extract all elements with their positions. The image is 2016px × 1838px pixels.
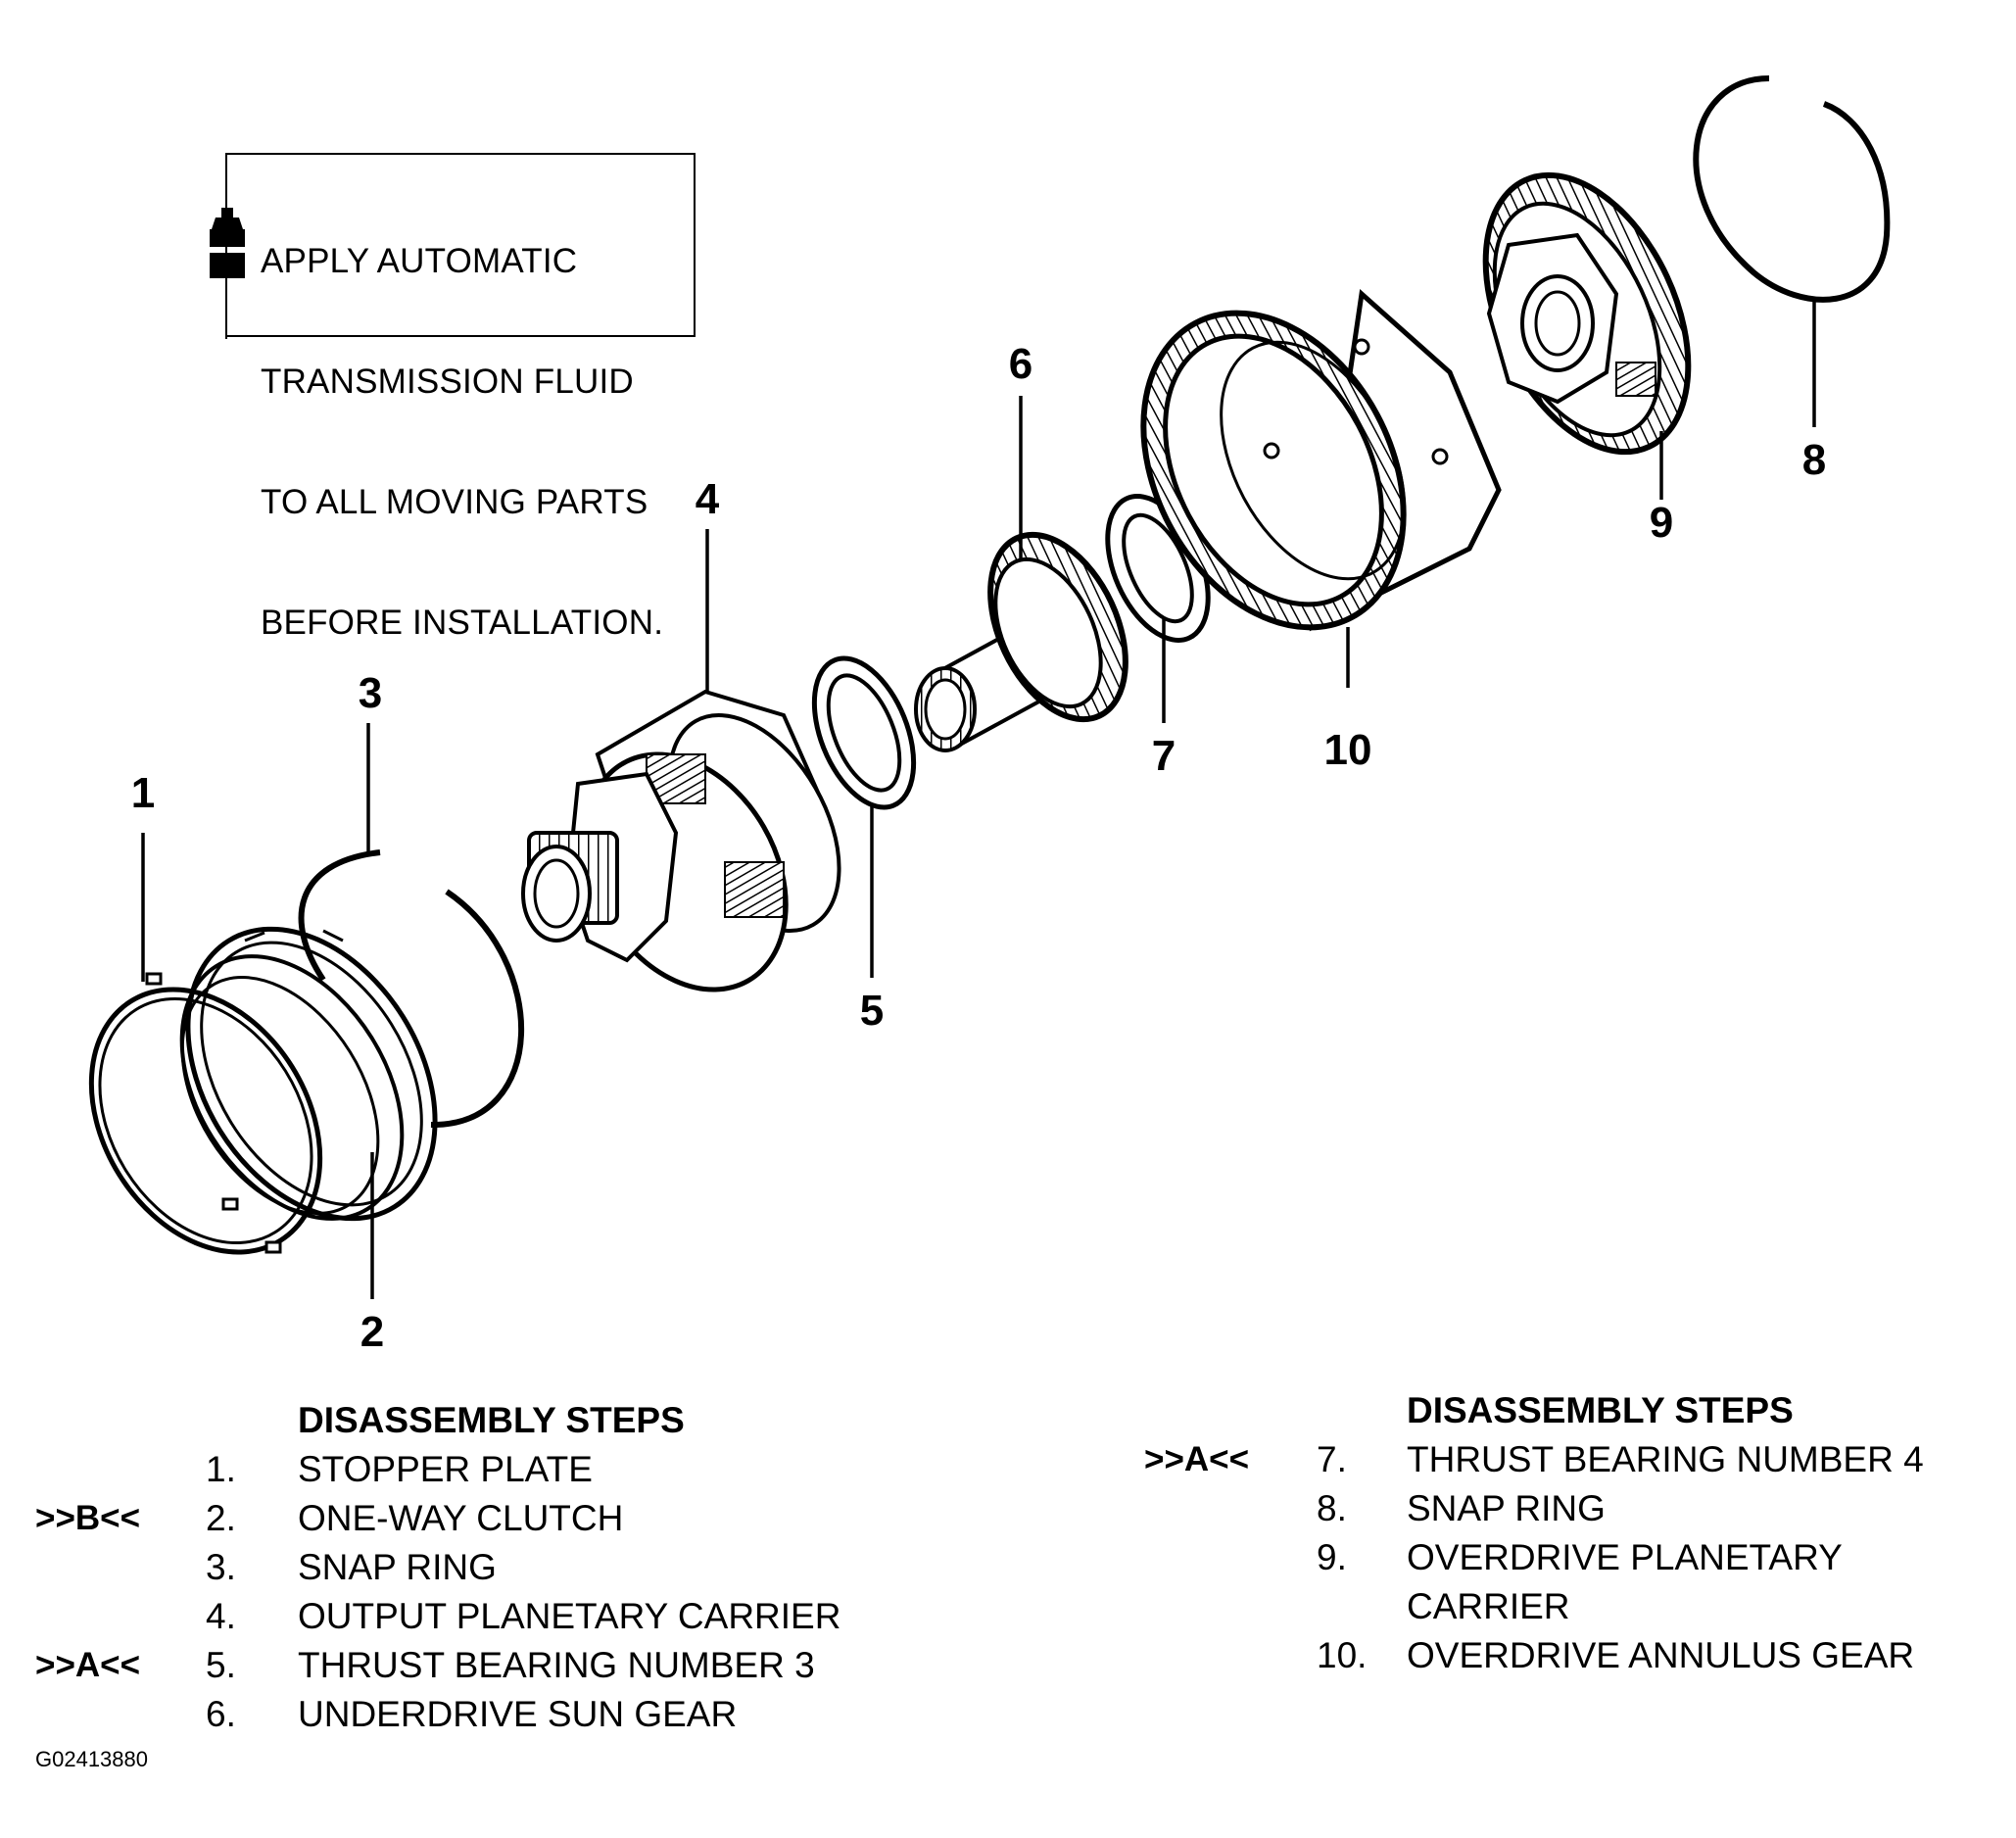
note-line: TO ALL MOVING PARTS [261, 483, 648, 521]
step-mark: >>A<< [35, 1646, 141, 1684]
step-number: 1. [206, 1449, 236, 1489]
step-name: SNAP RING [298, 1547, 497, 1587]
atf-note-text: APPLY AUTOMATIC TRANSMISSION FLUID TO AL… [261, 161, 663, 723]
output-planetary-carrier-part [521, 689, 841, 992]
step-name: UNDERDRIVE SUN GEAR [298, 1694, 738, 1734]
step-number: 3. [206, 1547, 236, 1587]
thrust-bearing-3-part [811, 655, 917, 810]
step-name: ONE-WAY CLUTCH [298, 1498, 624, 1538]
step-number: 2. [206, 1498, 236, 1538]
step-number: 7. [1317, 1439, 1347, 1479]
note-line: APPLY AUTOMATIC [261, 242, 578, 280]
callout-6: 6 [1008, 340, 1033, 388]
step-name: OVERDRIVE ANNULUS GEAR [1407, 1635, 1915, 1675]
step-number: 9. [1317, 1537, 1347, 1577]
step-name: CARRIER [1407, 1586, 1570, 1626]
step-number: 6. [206, 1694, 236, 1734]
one-way-clutch-part [179, 926, 438, 1222]
step-name: THRUST BEARING NUMBER 4 [1407, 1439, 1924, 1479]
snap-ring-part-3 [298, 849, 525, 1129]
stopper-plate-part [88, 972, 323, 1255]
atf-bottle-icon [210, 208, 245, 278]
atf-note-box [225, 153, 696, 339]
snap-ring-part-8 [1693, 75, 1891, 303]
step-number: 8. [1317, 1488, 1347, 1528]
step-name: OVERDRIVE PLANETARY [1407, 1537, 1843, 1577]
step-number: 5. [206, 1645, 236, 1685]
callout-10: 10 [1323, 726, 1372, 774]
overdrive-planetary-carrier-part [1482, 171, 1692, 456]
step-name: OUTPUT PLANETARY CARRIER [298, 1596, 841, 1636]
figure-code: G02413880 [35, 1747, 148, 1771]
callout-8: 8 [1801, 436, 1827, 484]
note-line: TRANSMISSION FLUID [261, 363, 634, 401]
callout-3: 3 [358, 669, 383, 717]
overdrive-annulus-gear-part [1140, 289, 1502, 632]
callout-2: 2 [360, 1308, 385, 1356]
leader-lines [141, 302, 1816, 1299]
callout-7: 7 [1151, 732, 1176, 780]
note-line: BEFORE INSTALLATION. [261, 604, 664, 642]
callout-5: 5 [859, 987, 885, 1035]
steps-title-right: DISASSEMBLY STEPS [1407, 1390, 1794, 1430]
callout-4: 4 [695, 475, 720, 523]
step-number: 10. [1317, 1635, 1368, 1675]
step-number: 4. [206, 1596, 236, 1636]
underdrive-sun-gear-part [914, 531, 1128, 752]
callout-9: 9 [1649, 499, 1674, 547]
step-mark: >>B<< [35, 1499, 141, 1537]
step-name: SNAP RING [1407, 1488, 1606, 1528]
step-mark: >>A<< [1144, 1440, 1250, 1478]
note-box-left-rule [225, 155, 227, 339]
callout-1: 1 [130, 769, 156, 817]
steps-title-left: DISASSEMBLY STEPS [298, 1400, 685, 1440]
step-name: THRUST BEARING NUMBER 3 [298, 1645, 815, 1685]
step-name: STOPPER PLATE [298, 1449, 593, 1489]
